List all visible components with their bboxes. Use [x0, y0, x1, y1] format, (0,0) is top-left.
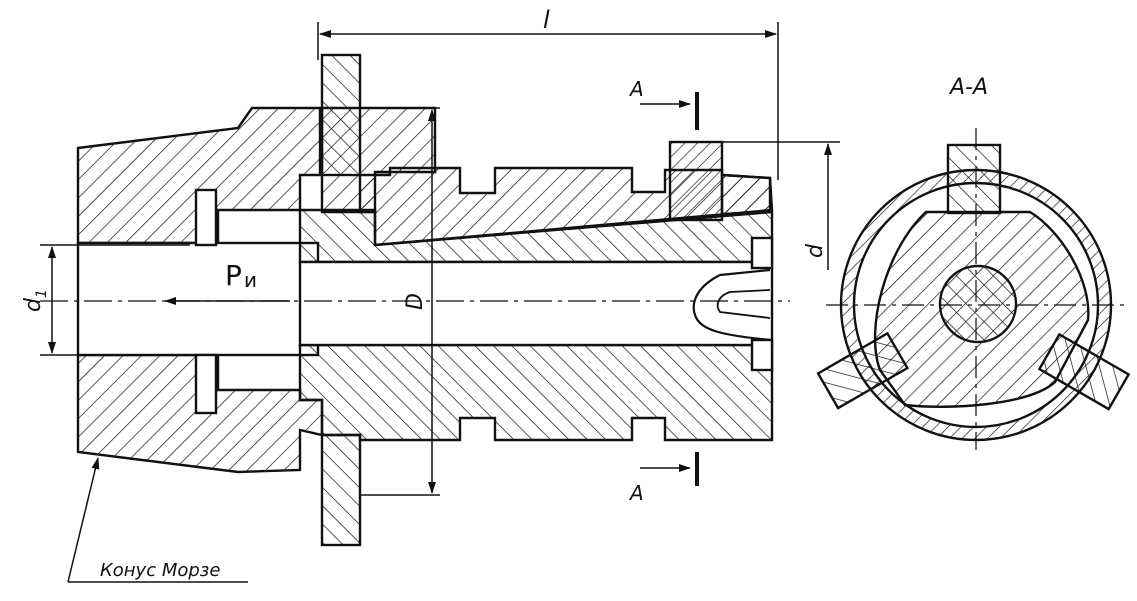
- ring-pin-top: [194, 188, 218, 247]
- clamp-nut: [668, 140, 724, 222]
- svg-text:P: P: [225, 259, 242, 292]
- aa-key-right: [1037, 332, 1131, 411]
- aa-key-top: [946, 143, 1002, 215]
- dimensions: [40, 22, 840, 583]
- aa-key-left: [816, 331, 910, 410]
- flange-wall-bottom: [320, 433, 362, 547]
- section-aa-view: [816, 143, 1131, 442]
- label-length: l: [543, 6, 550, 34]
- label-section-mark-top: A: [628, 77, 644, 101]
- label-section-mark-bottom: A: [628, 481, 644, 505]
- flange-wall-top: [320, 53, 362, 177]
- svg-text:и: и: [244, 268, 257, 292]
- stop-block-bottom: [750, 338, 774, 372]
- label-morse-taper: Конус Морзе: [100, 560, 220, 581]
- label-section-title: A-A: [948, 75, 988, 100]
- shank-bore: [76, 241, 320, 357]
- label-diameter-d1: d 1: [21, 289, 50, 312]
- label-diameter-D: D: [403, 293, 428, 310]
- ring-pin-bottom: [194, 353, 218, 415]
- sleeve-bore: [298, 260, 774, 347]
- tap-tip: [692, 268, 771, 342]
- svg-text:d: d: [21, 297, 46, 312]
- morse-leader: [67, 457, 100, 583]
- label-diameter-d: d: [803, 243, 828, 258]
- main-section-view: [76, 53, 774, 547]
- aa-center-bore: [938, 264, 1018, 344]
- stop-block-top: [750, 236, 774, 270]
- label-force: P и: [225, 259, 257, 292]
- svg-text:1: 1: [34, 289, 50, 298]
- sleeve-outer-lower: [298, 343, 774, 442]
- nut-shoulder: [720, 173, 772, 216]
